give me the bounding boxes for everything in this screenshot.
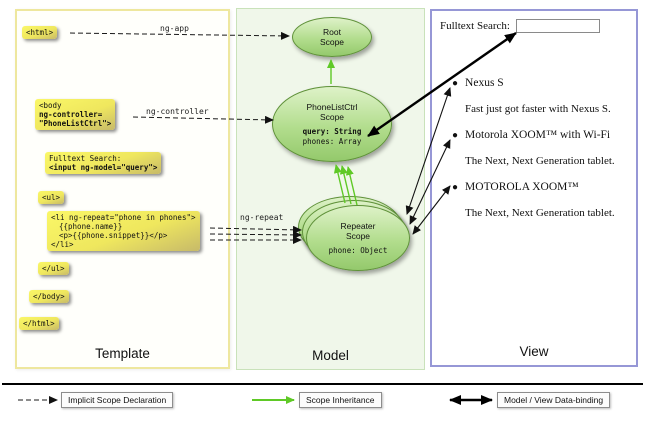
- model-panel: Root Scope PhoneListCtrl Scope query: St…: [236, 8, 425, 370]
- legend-inheritance-label: Scope Inheritance: [299, 392, 382, 408]
- code-line: <p>{{phone.snippet}}</p>: [59, 231, 168, 240]
- code-line: <input ng-model="query">: [49, 163, 158, 172]
- phone-snippet: The Next, Next Generation tablet.: [465, 207, 615, 219]
- code-ul-close: </ul>: [38, 262, 69, 275]
- phone-snippet: Fast just got faster with Nexus S.: [465, 103, 611, 115]
- legend-databinding-label: Model / View Data-binding: [497, 392, 611, 408]
- code-line: {{phone.name}}: [59, 222, 123, 231]
- phonelistctrl-scope-ellipse: PhoneListCtrl Scope query: String phones…: [272, 86, 392, 162]
- code-line: </body>: [33, 292, 65, 301]
- bullet-icon: ●: [452, 78, 459, 89]
- code-body-open: <body ng-controller= "PhoneListCtrl">: [35, 99, 116, 130]
- code-line: Fulltext Search:: [49, 154, 122, 163]
- code-html-close: </html>: [19, 317, 59, 330]
- code-fulltext-input: Fulltext Search: <input ng-model="query"…: [45, 152, 162, 174]
- list-item: ● MOTOROLA XOOM™: [452, 181, 615, 194]
- ng-repeat-label: ng-repeat: [240, 213, 284, 222]
- repeater-scope-ellipse: Repeater Scope phone: Object: [306, 205, 410, 271]
- code-body-close: </body>: [29, 290, 69, 303]
- code-line: "PhoneListCtrl">: [39, 119, 112, 128]
- fulltext-search-row: Fulltext Search:: [440, 19, 600, 33]
- scope-name: PhoneListCtrl: [306, 102, 358, 112]
- scope-name: Root: [323, 27, 341, 37]
- code-line: <li ng-repeat="phone in phones">: [51, 213, 196, 222]
- phone-name: MOTOROLA XOOM™: [465, 181, 579, 193]
- list-item: ● Motorola XOOM™ with Wi-Fi: [452, 129, 615, 142]
- code-line: </html>: [23, 319, 55, 328]
- code-html-open: <html>: [22, 26, 58, 39]
- scope-name: Repeater: [340, 220, 376, 231]
- bullet-icon: ●: [452, 130, 459, 141]
- view-panel: Fulltext Search: ● Nexus S Fast just got…: [430, 9, 638, 367]
- phone-name: Nexus S: [465, 77, 504, 89]
- ng-app-label: ng-app: [160, 24, 189, 33]
- template-panel-label: Template: [95, 346, 150, 361]
- legend-implicit-label: Implicit Scope Declaration: [61, 392, 174, 408]
- phone-name: Motorola XOOM™ with Wi-Fi: [465, 129, 611, 141]
- list-item: ● Nexus S: [452, 77, 615, 90]
- scope-name: Scope: [319, 37, 345, 47]
- fulltext-search-label: Fulltext Search:: [440, 20, 510, 32]
- ng-controller-label: ng-controller: [146, 107, 209, 116]
- scope-property-query: query: String: [302, 127, 362, 136]
- code-line: <body: [39, 101, 62, 110]
- phone-list: ● Nexus S Fast just got faster with Nexu…: [452, 77, 615, 233]
- scope-name: Scope: [345, 230, 371, 241]
- view-panel-label: View: [519, 344, 549, 359]
- scope-property-phones: phones: Array: [302, 136, 362, 146]
- scope-name: Scope: [319, 112, 345, 122]
- code-line: ng-controller=: [39, 110, 103, 119]
- fulltext-search-input[interactable]: [515, 19, 600, 33]
- template-panel: <html> <body ng-controller= "PhoneListCt…: [15, 9, 230, 369]
- code-ul-open: <ul>: [38, 191, 65, 204]
- root-scope-ellipse: Root Scope: [292, 17, 372, 57]
- code-line: </ul>: [42, 264, 65, 273]
- code-line: <html>: [26, 28, 54, 37]
- phone-snippet: The Next, Next Generation tablet.: [465, 155, 615, 167]
- scope-property-phone: phone: Object: [328, 245, 388, 255]
- bullet-icon: ●: [452, 182, 459, 193]
- code-line: <ul>: [42, 193, 61, 202]
- code-line: </li>: [51, 240, 74, 249]
- model-panel-label: Model: [312, 348, 349, 363]
- code-li-repeat: <li ng-repeat="phone in phones"> {{phone…: [47, 211, 200, 251]
